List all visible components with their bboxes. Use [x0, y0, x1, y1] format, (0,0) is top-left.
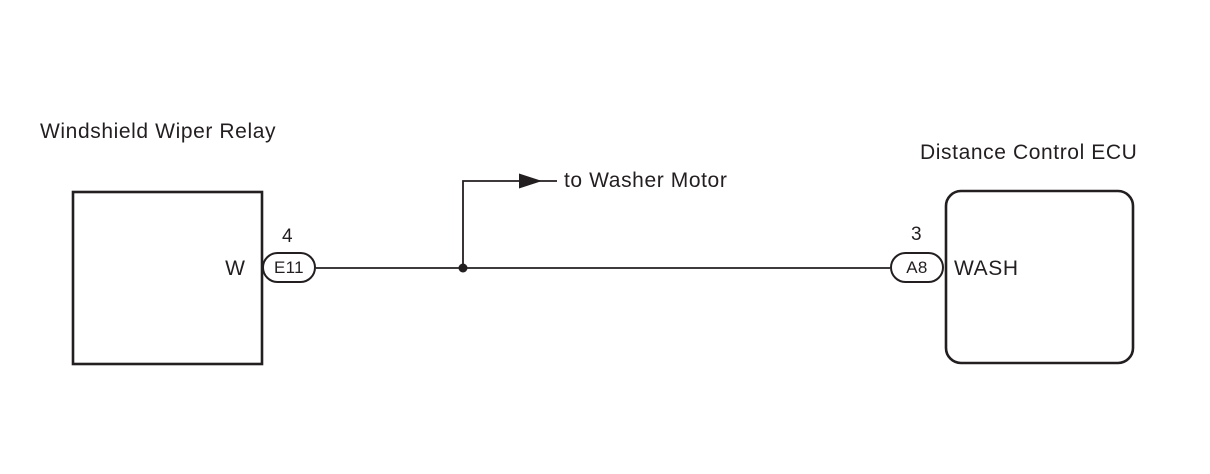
right-arrowhead-icon [519, 173, 542, 189]
junction-dot [458, 263, 468, 273]
left-component-title: Windshield Wiper Relay [40, 120, 277, 143]
distance-control-ecu-box [944, 189, 1135, 365]
branch-wire [462, 180, 557, 268]
right-connector-pin-number: 3 [911, 224, 922, 245]
right-terminal-label: WASH [954, 257, 1019, 280]
left-connector-oval: E11 [262, 252, 316, 283]
right-connector-oval: A8 [890, 252, 944, 283]
right-component-title: Distance Control ECU [920, 141, 1138, 164]
right-connector-id: A8 [906, 257, 928, 277]
left-connector-pin-number: 4 [282, 226, 293, 247]
left-terminal-label: W [225, 257, 245, 280]
left-connector-id: E11 [274, 257, 304, 277]
wiper-relay-box [71, 190, 264, 366]
branch-destination-label: to Washer Motor [564, 169, 728, 192]
